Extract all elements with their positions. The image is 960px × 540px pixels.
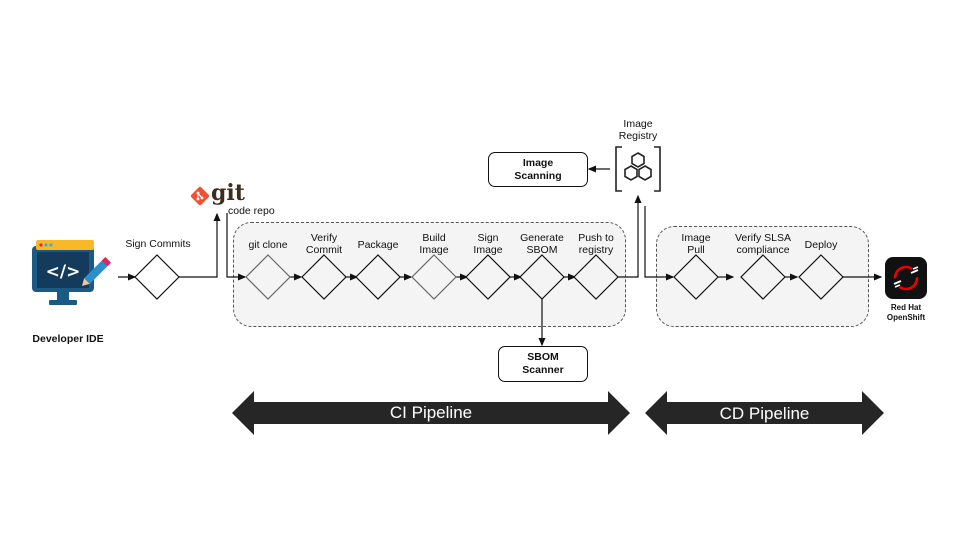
package-diamond[interactable] [355,254,401,300]
label-line: Image [473,244,503,256]
label-line: Image [419,244,449,256]
git-logo-icon [190,186,210,206]
sign-commits-label: Sign Commits [125,238,191,250]
sign-image-diamond[interactable] [465,254,511,300]
developer-ide-label: Developer IDE [32,333,104,345]
arrow-registry-to-pull [644,206,675,281]
label-line: Image [522,156,554,169]
label-line: Verify [310,232,338,244]
ci-pipeline-banner [232,391,630,435]
arrow-push-to-registry [618,194,642,278]
ci-step-label-package: Package [357,239,399,251]
label-line: Image [681,232,711,244]
image-scanning-box[interactable]: Image Scanning [488,152,588,187]
cd-pipeline-banner [645,391,884,435]
label-line: Red Hat [890,303,922,312]
label-line: Build [422,232,446,244]
developer-ide-icon: </> [32,240,111,305]
label-line: SBOM [526,244,558,256]
generate-sbom-diamond[interactable] [519,254,565,300]
image-pull-diamond[interactable] [673,254,719,300]
image-registry-icon[interactable] [615,146,661,192]
label-line: Push to [578,232,614,244]
label-line: Commit [305,244,343,256]
code-repo-label: code repo [228,205,275,217]
label-line: Image [623,118,653,130]
ci-pipeline-banner-text: CI Pipeline [389,403,473,422]
label-line: Verify SLSA [734,232,792,244]
sbom-scanner-box[interactable]: SBOM Scanner [498,346,588,382]
cd-pipeline-banner-text: CD Pipeline [719,404,810,423]
label-line: OpenShift [886,313,926,322]
git-logo-text: git [211,180,245,206]
verify-slsa-diamond[interactable] [740,254,786,300]
openshift-logo-icon[interactable] [885,257,927,299]
build-image-diamond[interactable] [411,254,457,300]
label-line: registry [578,244,614,256]
arrow-git-to-clone [226,213,247,281]
label-line: Registry [618,130,658,142]
label-line: Scanning [514,169,562,182]
deploy-diamond[interactable] [798,254,844,300]
label-line: Pull [687,244,705,256]
label-line: Generate [520,232,564,244]
label-line: compliance [736,244,790,256]
cd-step-label-deploy: Deploy [804,239,838,251]
label-line: Sign [477,232,499,244]
ci-step-label-git-clone: git clone [248,239,288,251]
sign-commits-diamond[interactable] [134,254,180,300]
git-clone-diamond[interactable] [245,254,291,300]
push-registry-diamond[interactable] [573,254,619,300]
svg-text:</>: </> [46,262,81,282]
arrow-sign-to-git [179,212,221,278]
label-line: SBOM [527,351,559,363]
label-line: Scanner [522,364,564,376]
verify-commit-diamond[interactable] [301,254,347,300]
